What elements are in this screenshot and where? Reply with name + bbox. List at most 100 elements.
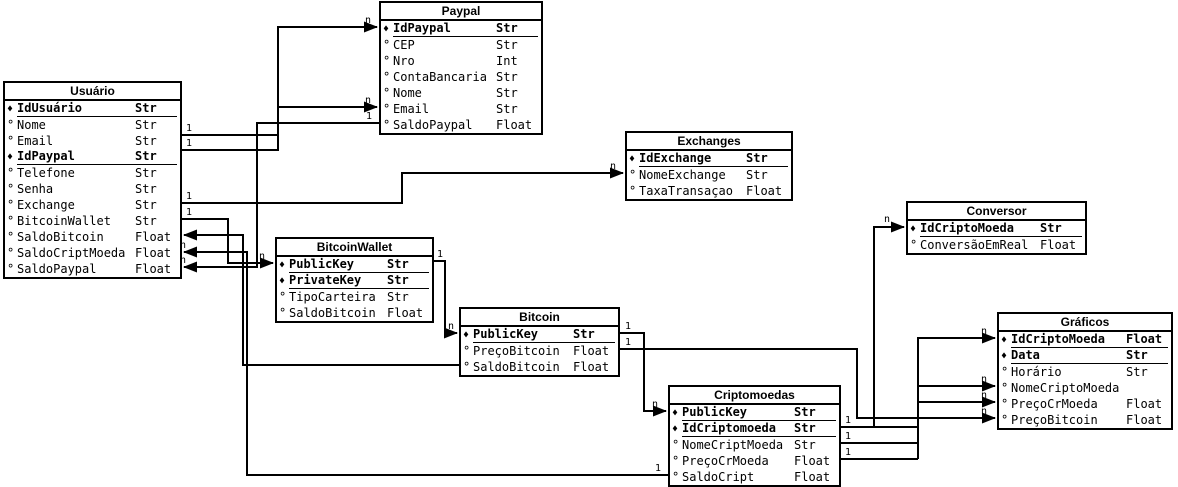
- attribute-name: IdPaypal: [17, 149, 75, 163]
- field-icon: °: [672, 454, 680, 468]
- attribute-name: Senha: [17, 182, 54, 196]
- cardinality-label: n: [981, 326, 987, 337]
- attribute-type: Float: [135, 262, 172, 276]
- field-icon: °: [672, 470, 680, 484]
- attribute-type: Str: [387, 273, 409, 287]
- key-icon: ♦: [463, 330, 470, 341]
- field-icon: °: [279, 290, 287, 304]
- cardinality-label: n: [981, 390, 987, 401]
- connector-usuario-idpaypal-to-paypal-email: [182, 101, 378, 151]
- attribute-type: Str: [135, 214, 157, 228]
- cardinality-label: 1: [625, 321, 631, 332]
- key-icon: ♦: [279, 260, 286, 271]
- key-icon: ♦: [1001, 335, 1008, 346]
- field-icon: °: [7, 166, 15, 180]
- field-icon: °: [7, 214, 15, 228]
- key-icon: ♦: [383, 24, 390, 35]
- field-icon: °: [383, 38, 391, 52]
- key-icon: ♦: [7, 104, 14, 115]
- field-icon: °: [383, 102, 391, 116]
- cardinality-label: 1: [655, 463, 661, 474]
- attribute-name: Horário: [1011, 365, 1062, 379]
- connector-bitcoin-saldobitcoin-to-usuario-saldobitcoin: [183, 229, 459, 366]
- cardinality-label: 1: [186, 123, 192, 134]
- attribute-type: Str: [573, 327, 595, 341]
- field-icon: °: [7, 182, 15, 196]
- attribute-type: Str: [135, 118, 157, 132]
- cardinality-label: n: [652, 399, 658, 410]
- attribute-name: PreçoBitcoin: [1011, 413, 1098, 427]
- attribute-name: PrivateKey: [289, 273, 362, 287]
- attribute-type: Str: [1126, 365, 1148, 379]
- field-icon: °: [383, 54, 391, 68]
- attribute-type: Str: [496, 102, 518, 116]
- attribute-row-nomecriptomoeda: °NomeCriptoMoeda: [999, 380, 1171, 396]
- field-icon: °: [7, 198, 15, 212]
- attribute-name: NomeExchange: [639, 168, 726, 182]
- cardinality-label: 1: [845, 431, 851, 442]
- attribute-type: Int: [496, 54, 518, 68]
- field-icon: °: [7, 246, 15, 260]
- attribute-type: Str: [794, 438, 816, 452]
- attribute-row-data: ♦Data Str: [999, 348, 1171, 364]
- attribute-name: ContaBancaria: [393, 70, 487, 84]
- attribute-type: Str: [387, 257, 409, 271]
- entity-title: BitcoinWallet: [277, 239, 432, 257]
- attribute-type: Str: [135, 101, 157, 115]
- key-icon: ♦: [1001, 351, 1008, 362]
- key-icon: ♦: [7, 152, 14, 163]
- attribute-type: Str: [1126, 348, 1148, 362]
- entity-title: Gráficos: [999, 314, 1171, 332]
- attribute-name: ConversãoEmReal: [920, 238, 1029, 252]
- field-icon: °: [1001, 397, 1009, 411]
- attribute-name: Data: [1011, 348, 1040, 362]
- attribute-name: SaldoPaypal: [393, 118, 473, 132]
- field-icon: °: [383, 86, 391, 100]
- field-icon: °: [629, 168, 637, 182]
- cardinality-label: n: [981, 374, 987, 385]
- attribute-type: Float: [794, 470, 831, 484]
- entity-title: Bitcoin: [461, 309, 618, 327]
- field-icon: °: [7, 230, 15, 244]
- attribute-type: Float: [1040, 238, 1077, 252]
- attribute-name: Exchange: [17, 198, 75, 212]
- attribute-type: Str: [496, 86, 518, 100]
- field-icon: °: [7, 262, 15, 276]
- attribute-name: Telefone: [17, 166, 75, 180]
- attribute-type: Float: [387, 306, 424, 320]
- attribute-name: PublicKey: [682, 405, 748, 419]
- attribute-type: Float: [496, 118, 533, 132]
- field-icon: °: [910, 238, 918, 252]
- attribute-name: Email: [393, 102, 430, 116]
- attribute-name: SaldoBitcoin: [17, 230, 104, 244]
- attribute-type: Float: [1126, 332, 1163, 346]
- field-icon: °: [1001, 381, 1009, 395]
- cardinality-label: n: [180, 255, 186, 266]
